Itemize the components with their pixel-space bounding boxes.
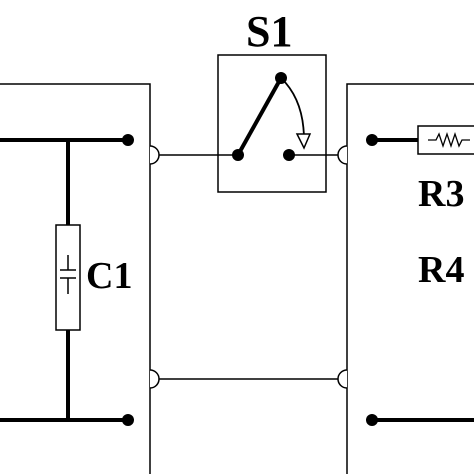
left-top-terminal bbox=[122, 134, 134, 146]
left-module-box bbox=[0, 83, 151, 474]
left-top-connector bbox=[149, 145, 160, 165]
switch-module-box bbox=[217, 54, 327, 193]
switch-arc-arrow bbox=[280, 77, 305, 141]
switch-arrowhead bbox=[295, 133, 312, 150]
right-bottom-connector bbox=[337, 369, 348, 389]
switch-label: S1 bbox=[246, 7, 292, 56]
left-bottom-terminal bbox=[122, 414, 134, 426]
right-module-box bbox=[346, 83, 474, 474]
right-top-connector bbox=[337, 145, 348, 165]
resistor-zigzag-icon bbox=[428, 131, 470, 149]
resistor-bottom-label: R4 bbox=[418, 249, 464, 291]
switch-blade bbox=[236, 77, 283, 156]
capacitor-label: C1 bbox=[86, 255, 132, 297]
resistor-top-label: R3 bbox=[418, 173, 464, 215]
left-bottom-connector bbox=[149, 369, 160, 389]
